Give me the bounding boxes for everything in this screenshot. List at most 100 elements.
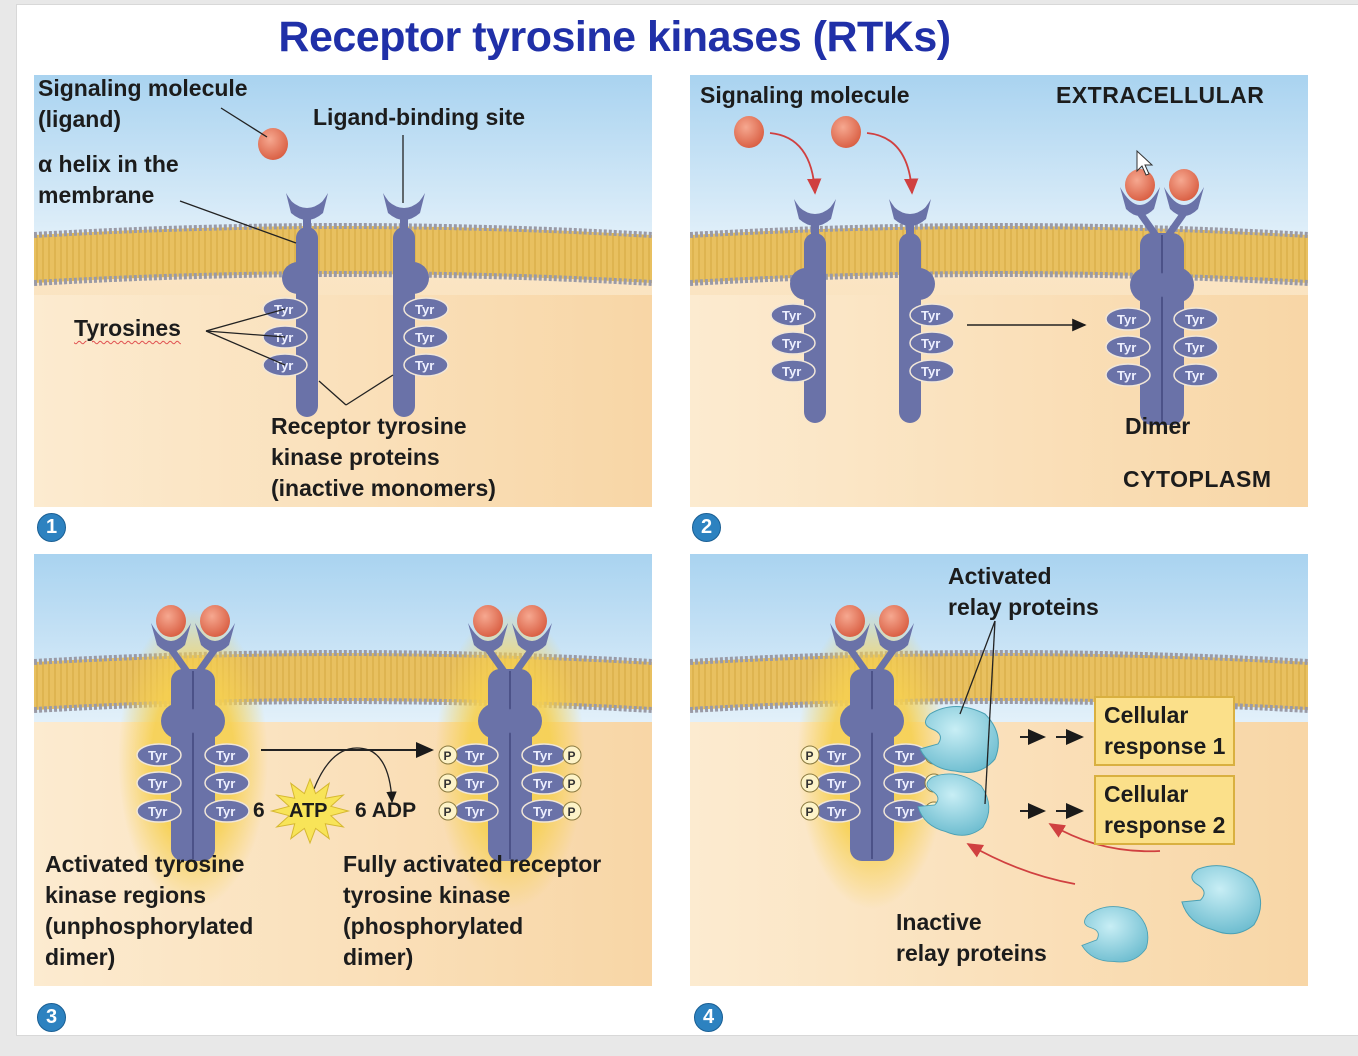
ligand-binding-cup	[874, 623, 914, 652]
tyr-label: Tyr	[921, 336, 940, 351]
recruitment-arrow-1	[966, 843, 1076, 885]
label-tyrosines: Tyrosines	[74, 315, 181, 341]
recruitment-arrow-2	[1048, 823, 1161, 853]
membrane-heads-outer	[690, 650, 1308, 665]
inactive-relay-protein-1	[1181, 865, 1262, 935]
kinase-bulge	[903, 268, 935, 300]
tyr-label: Tyr	[465, 748, 484, 763]
tyr-label: Tyr	[1185, 368, 1204, 383]
label-ligand-binding-site: Ligand-binding site	[313, 104, 526, 130]
tyr-label: Tyr	[533, 776, 552, 791]
tyr-label: Tyr	[1185, 340, 1204, 355]
kinase-bulge	[397, 262, 429, 294]
cup-body	[388, 201, 420, 212]
phosphate-group	[562, 745, 582, 765]
bound-ligand	[156, 605, 186, 637]
step-badge-3: 3	[37, 1003, 66, 1032]
membrane-heads-outer	[34, 650, 652, 665]
phosphate-label: P	[568, 777, 576, 791]
tyrosine-knob	[1105, 335, 1151, 359]
cytoplasm-region	[690, 722, 1308, 986]
bound-ligand	[200, 605, 230, 637]
kinase-bulge	[868, 703, 904, 739]
tyrosine-knob	[909, 359, 955, 383]
bound-ligand	[473, 605, 503, 637]
kinase-bulge	[161, 703, 197, 739]
receptor-stalk	[804, 233, 826, 423]
tyr-label: Tyr	[895, 776, 914, 791]
label-extracellular: EXTRACELLULAR	[1056, 82, 1265, 108]
tyrosine-knob	[1173, 307, 1219, 331]
ligand-binding-cup	[468, 623, 508, 652]
phosphate-label: P	[444, 749, 452, 763]
label-alpha-helix: α helix in the membrane	[38, 151, 179, 208]
membrane-heads-outer	[690, 223, 1308, 238]
phosphate-label: P	[444, 777, 452, 791]
cellular-response-1-box: Cellular response 1	[1094, 696, 1236, 766]
tyrosine-knob	[204, 799, 250, 823]
label-dimer: Dimer	[1125, 413, 1191, 439]
tyrosine-knob	[204, 771, 250, 795]
label-atp: ATP	[289, 800, 328, 822]
tyr-label: Tyr	[782, 364, 801, 379]
tyrosine-knob	[770, 331, 816, 355]
tyr-label: Tyr	[827, 804, 846, 819]
tyr-label: Tyr	[148, 776, 167, 791]
activated-relay-protein-2	[917, 773, 990, 836]
tyrosine-knob	[403, 353, 449, 377]
tyr-label: Tyr	[782, 308, 801, 323]
receptor-neck	[303, 215, 311, 229]
tyr-label: Tyr	[921, 308, 940, 323]
tyrosine-knob	[136, 799, 182, 823]
tyr-label: Tyr	[782, 336, 801, 351]
tyr-label: Tyr	[827, 748, 846, 763]
ligand-binding-cup	[794, 199, 836, 226]
tyr-label: Tyr	[274, 358, 293, 373]
bound-ligand	[517, 605, 547, 637]
membrane	[34, 226, 652, 283]
kinase-bulge	[506, 703, 542, 739]
cup-body	[799, 207, 831, 218]
tyr-label: Tyr	[216, 776, 235, 791]
receptor-stalk	[296, 227, 318, 417]
ligand-binding-cup	[830, 623, 870, 652]
tyr-label: Tyr	[1117, 312, 1136, 327]
bound-ligand	[879, 605, 909, 637]
label-signaling-molecule-2: Signaling molecule	[700, 82, 910, 108]
tyr-label: Tyr	[216, 804, 235, 819]
tyrosine-knob	[770, 359, 816, 383]
tyrosine-knob	[909, 331, 955, 355]
tyr-label: Tyr	[415, 330, 434, 345]
ligand-binding-cup	[286, 193, 328, 220]
tyrosine-knob	[1173, 335, 1219, 359]
cup-body	[894, 207, 926, 218]
label-receptor-proteins: Receptor tyrosine kinase proteins (inact…	[271, 413, 496, 501]
tyr-label: Tyr	[148, 804, 167, 819]
kinase-bulge	[1158, 267, 1194, 303]
tyrosine-knob	[909, 303, 955, 327]
phosphate-label: P	[806, 777, 814, 791]
tyr-label: Tyr	[415, 302, 434, 317]
tyr-label: Tyr	[827, 776, 846, 791]
tyrosine-knob	[403, 325, 449, 349]
ligand-binding-cup	[151, 623, 191, 652]
receptor-neck	[811, 221, 819, 235]
kinase-bulge	[478, 703, 514, 739]
activated-relay-protein-1	[919, 706, 999, 773]
leader-receptor-right	[345, 374, 394, 406]
phosphate-group	[800, 745, 820, 765]
kinase-bulge	[840, 703, 876, 739]
tyrosine-knob	[1105, 307, 1151, 331]
binding-arrow-2	[866, 132, 919, 195]
tyrosine-knob	[403, 297, 449, 321]
kinase-bulge	[282, 262, 314, 294]
phosphate-group	[438, 773, 458, 793]
